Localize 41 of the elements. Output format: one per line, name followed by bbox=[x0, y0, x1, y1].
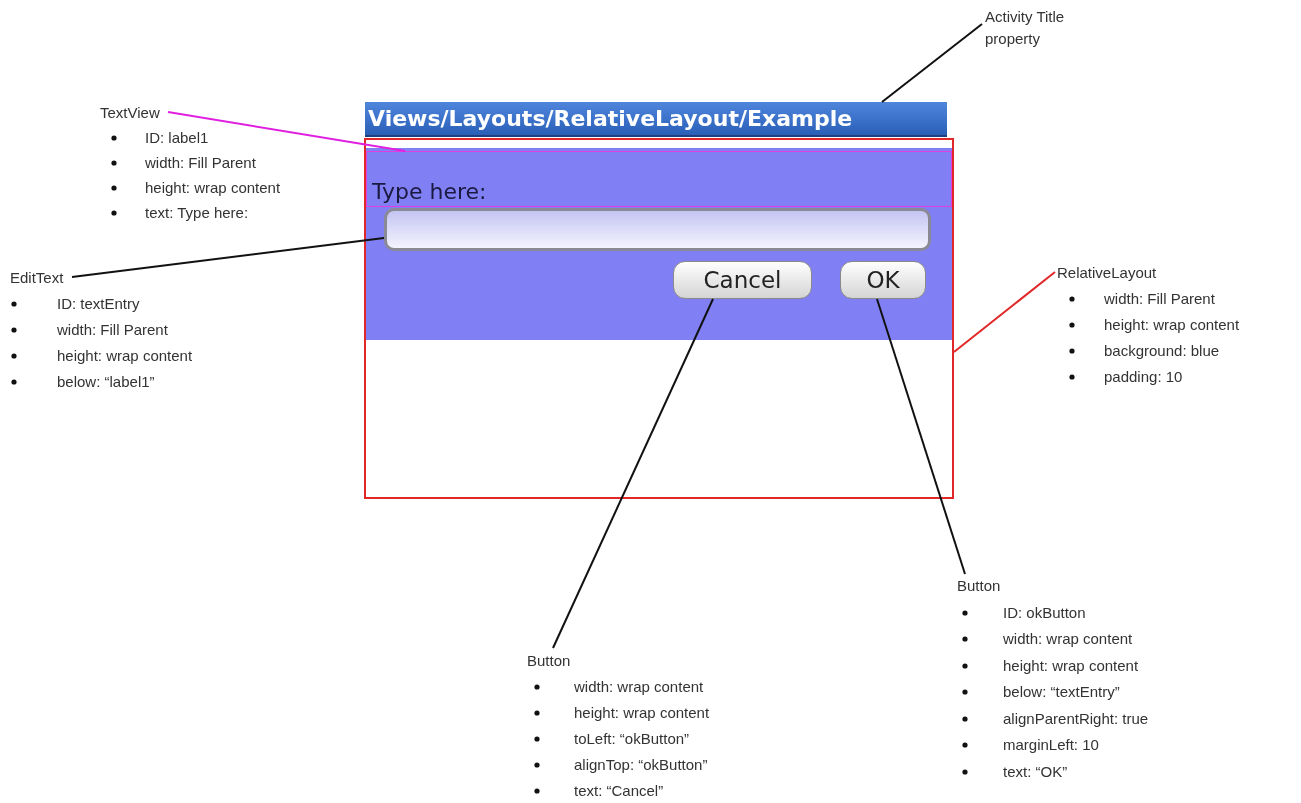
leader-line bbox=[876, 298, 966, 575]
property-item: background: blue bbox=[1104, 342, 1220, 359]
leader-line bbox=[953, 271, 1056, 353]
annotation-heading: TextView bbox=[100, 103, 160, 123]
annotation-heading: RelativeLayout bbox=[1057, 263, 1157, 283]
cancel-button: Cancel bbox=[673, 261, 812, 299]
property-item: toLeft: “okButton” bbox=[574, 730, 690, 747]
property-item: padding: 10 bbox=[1104, 368, 1183, 385]
ok-button: OK bbox=[840, 261, 926, 299]
layout-frame bbox=[364, 138, 954, 499]
property-item: width: Fill Parent bbox=[57, 321, 168, 338]
property-item: width: Fill Parent bbox=[145, 154, 256, 171]
property-item: text: “OK” bbox=[1003, 762, 1068, 780]
property-item: marginLeft: 10 bbox=[1003, 736, 1099, 753]
property-item: width: wrap content bbox=[574, 678, 704, 695]
annotation-heading: Button bbox=[957, 576, 1001, 596]
property-item: below: “label1” bbox=[57, 373, 155, 390]
property-item: ID: label1 bbox=[145, 129, 209, 146]
property-item: width: wrap content bbox=[1003, 630, 1133, 647]
property-item: height: wrap content bbox=[145, 179, 281, 196]
property-item: width: Fill Parent bbox=[1104, 290, 1215, 307]
property-item: height: wrap content bbox=[1104, 316, 1240, 333]
leader-line bbox=[71, 237, 385, 278]
property-item: alignParentRight: true bbox=[1003, 709, 1149, 727]
property-item: text: Type here: bbox=[145, 204, 249, 221]
input-field bbox=[384, 208, 931, 251]
text-view-label: Type here: bbox=[366, 151, 952, 207]
property-item: alignTop: “okButton” bbox=[574, 756, 708, 773]
annotation-heading: EditText bbox=[10, 268, 64, 288]
property-item: below: “textEntry” bbox=[1003, 683, 1120, 700]
annotation-text: Activity Title property bbox=[985, 7, 1066, 49]
title-bar: Views/Layouts/RelativeLayout/Example bbox=[365, 102, 947, 137]
property-item: ID: textEntry bbox=[57, 295, 140, 312]
leader-line bbox=[552, 298, 714, 649]
annotation-heading: Button bbox=[527, 651, 571, 671]
leader-line bbox=[881, 23, 983, 103]
property-item: ID: okButton bbox=[1003, 603, 1086, 621]
property-item: height: wrap content bbox=[57, 347, 193, 364]
property-item: height: wrap content bbox=[1003, 656, 1139, 674]
property-item: text: “Cancel” bbox=[574, 782, 664, 799]
property-item: height: wrap content bbox=[574, 704, 710, 721]
